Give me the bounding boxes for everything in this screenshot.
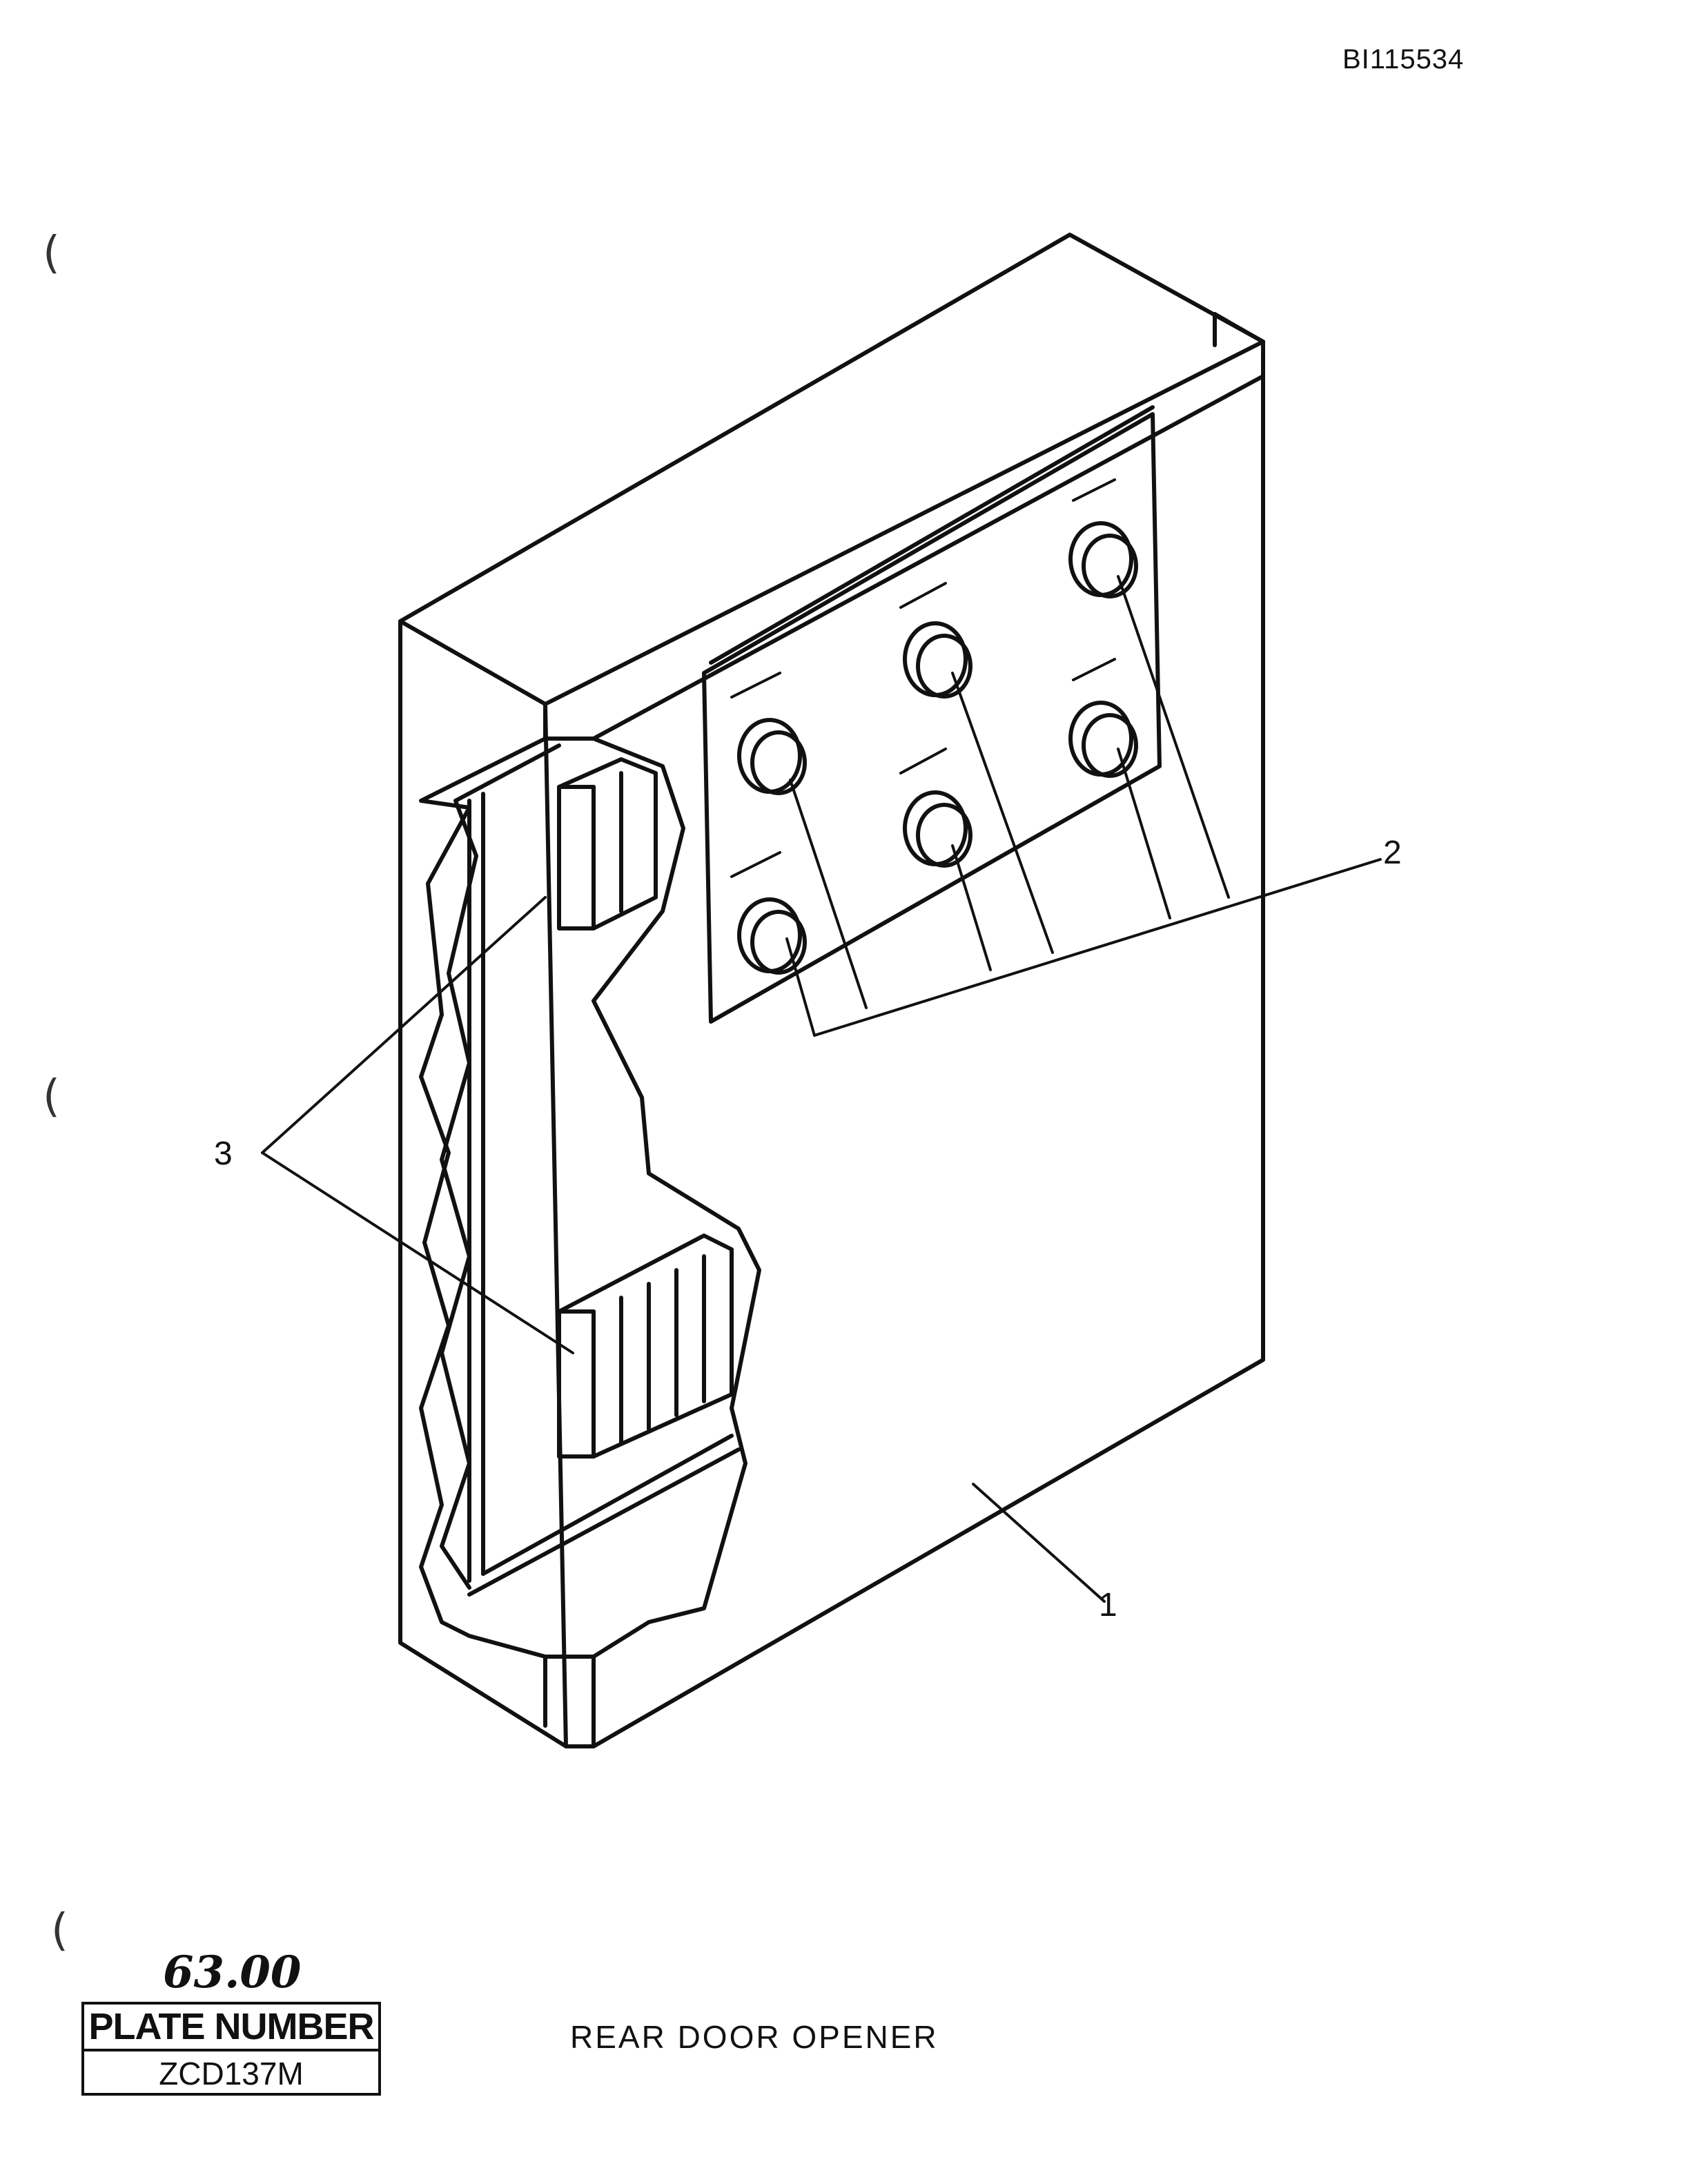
leader-lines [261, 575, 1382, 1603]
knob-tick-marks [730, 478, 1116, 878]
callout-item-1: 1 [1099, 1587, 1117, 1624]
relay-block-upper [557, 757, 658, 930]
knob-5 [1068, 521, 1138, 598]
document-id: BI115534 [1342, 44, 1465, 75]
punch-hole-mark-top: ( [43, 228, 60, 279]
knob-1 [737, 718, 807, 795]
callout-item-2: 2 [1383, 835, 1402, 871]
knobs [737, 521, 1138, 975]
callout-item-3: 3 [214, 1135, 233, 1172]
control-panel [702, 405, 1162, 1024]
punch-hole-mark-bottom: ( [51, 1905, 68, 1956]
plate-number: ZCD137M [159, 2056, 304, 2092]
knob-2 [737, 897, 807, 975]
housing [398, 233, 1265, 1748]
knob-6 [1068, 701, 1138, 778]
plate-number-box: PLATE NUMBER ZCD137M [81, 2002, 381, 2096]
plate-header: PLATE NUMBER [84, 2005, 378, 2051]
cutaway [419, 737, 761, 1659]
punch-hole-mark-middle: ( [43, 1071, 60, 1122]
knob-3 [903, 621, 972, 699]
drawing-caption: REAR DOOR OPENER [570, 2019, 939, 2055]
handwritten-price: 63.00 [163, 1947, 302, 1998]
relay-block-lower [557, 1234, 734, 1459]
knob-4 [903, 790, 972, 868]
